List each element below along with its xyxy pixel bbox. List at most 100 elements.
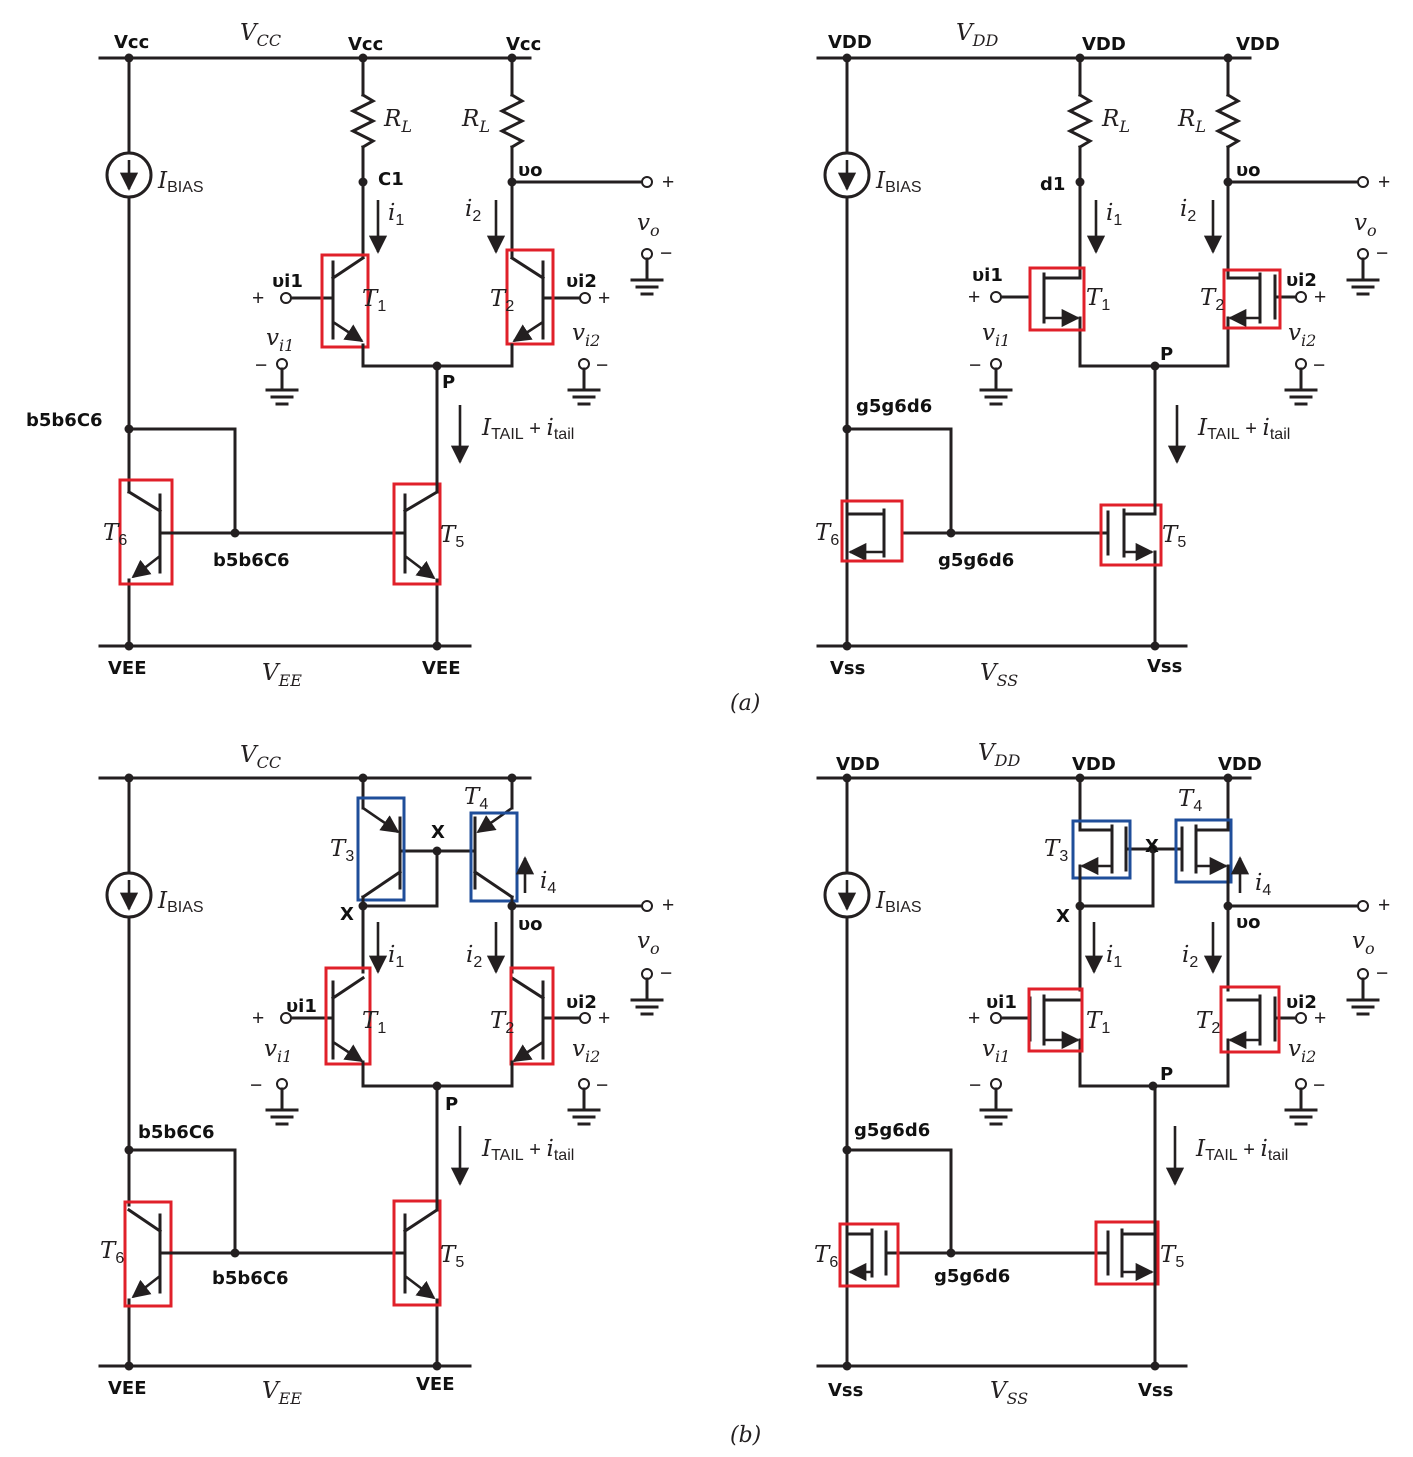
panel-b-mos: VDD VSS VDD VDD VDD Vss Vss IBIAS T3 T4 … xyxy=(814,740,1390,1408)
hw-vdd-left: VDD xyxy=(828,32,872,53)
label-t5: T5 xyxy=(1160,1242,1184,1271)
rail-label-vee: VEE xyxy=(262,660,302,690)
hw-vdd-left: VDD xyxy=(836,754,880,775)
hw-vcc-right: Vcc xyxy=(506,34,541,55)
ground-vi2 xyxy=(1284,1078,1318,1126)
vo-plus: + xyxy=(1378,894,1390,917)
vo-minus: − xyxy=(660,242,672,265)
vo-plus: + xyxy=(662,171,674,194)
hw-g5g6d6-top: g5g6d6 xyxy=(854,1120,930,1141)
label-i4: i4 xyxy=(1255,870,1271,899)
label-i2: i2 xyxy=(1180,196,1196,225)
rail-label-vcc: VCC xyxy=(240,20,281,50)
vi1-minus: − xyxy=(969,1074,981,1097)
current-source-bias xyxy=(105,151,153,199)
transistor-t6 xyxy=(840,499,904,563)
vi1-plus: + xyxy=(968,1007,980,1030)
hw-vcc-left: Vcc xyxy=(114,32,149,53)
label-rl1: RL xyxy=(1101,106,1130,136)
vo-minus: − xyxy=(1376,962,1388,985)
hw-x-left: X xyxy=(1056,906,1070,927)
label-t2: T2 xyxy=(1200,285,1224,314)
transistor-t1 xyxy=(990,987,1084,1088)
transistor-t6 xyxy=(118,478,174,648)
rail-label-vcc: VCC xyxy=(240,742,281,772)
hw-vee-right: VEE xyxy=(416,1374,455,1395)
hw-vi2: υi2 xyxy=(566,992,597,1013)
ground-vi1 xyxy=(265,1078,299,1126)
rail-label-vee: VEE xyxy=(262,1378,302,1408)
hw-x-mid: X xyxy=(431,822,445,843)
vi1-plus: + xyxy=(968,286,980,309)
panel-b-bjt: VCC VEE VEE VEE IBIAS T3 T4 X X i4 υo i1… xyxy=(98,742,674,1408)
transistor-t5 xyxy=(392,482,442,648)
label-t1: T1 xyxy=(362,1008,386,1037)
label-t6: T6 xyxy=(100,1238,124,1267)
vo-plus: + xyxy=(1378,171,1390,194)
label-i2: i2 xyxy=(1182,942,1198,971)
resistor-rl1 xyxy=(1066,92,1094,150)
panel-a-mos: VDD VSS VDD VDD VDD Vss Vss IBIAS RL RL … xyxy=(815,20,1390,690)
label-i4: i4 xyxy=(540,868,556,897)
caption-a: (a) xyxy=(730,691,760,716)
label-rl2: RL xyxy=(461,106,490,136)
hw-vo: υo xyxy=(1236,912,1261,933)
hw-vo: υo xyxy=(1236,160,1261,181)
hw-g5g6d6-mid: g5g6d6 xyxy=(938,550,1014,571)
label-vi1: vi1 xyxy=(982,320,1010,350)
ground-vi1 xyxy=(979,1078,1013,1126)
vi1-minus: − xyxy=(250,1074,262,1097)
label-ibias: IBIAS xyxy=(157,168,204,196)
vi2-plus: + xyxy=(598,287,610,310)
hw-g5g6d6-top: g5g6d6 xyxy=(856,396,932,417)
label-t6: T6 xyxy=(103,520,127,549)
hw-vcc-mid: Vcc xyxy=(348,34,383,55)
transistor-t2 xyxy=(505,248,591,346)
label-t6: T6 xyxy=(814,1242,838,1271)
current-source-bias xyxy=(823,151,871,199)
resistor-rl2 xyxy=(1214,92,1242,150)
label-vi1: vi1 xyxy=(264,1036,292,1066)
vi2-minus: − xyxy=(1313,1074,1325,1097)
transistor-t1 xyxy=(280,966,372,1066)
hw-vee-left: VEE xyxy=(108,1378,147,1399)
ground-vo xyxy=(1346,968,1380,1016)
rail-label-vss: VSS xyxy=(990,1378,1028,1408)
hw-vdd-right: VDD xyxy=(1236,34,1280,55)
hw-g5g6d6-mid: g5g6d6 xyxy=(934,1266,1010,1287)
vo-plus: + xyxy=(662,894,674,917)
vi2-plus: + xyxy=(1314,286,1326,309)
hw-vdd-mid: VDD xyxy=(1082,34,1126,55)
label-i1: i1 xyxy=(388,942,404,971)
label-vo: vo xyxy=(637,928,660,958)
label-t2: T2 xyxy=(1196,1008,1220,1037)
hw-vi2: υi2 xyxy=(566,271,597,292)
label-t1: T1 xyxy=(1086,1008,1110,1037)
current-source-bias xyxy=(823,871,871,919)
vi2-plus: + xyxy=(1314,1007,1326,1030)
current-source-bias xyxy=(105,871,153,919)
hw-vi2: υi2 xyxy=(1286,992,1317,1013)
hw-x-mid: X xyxy=(1145,836,1159,857)
label-i2: i2 xyxy=(466,942,482,971)
transistor-t3 xyxy=(356,776,439,902)
hw-vi1: υi1 xyxy=(272,271,303,292)
ground-vo xyxy=(1346,248,1380,296)
hw-p: P xyxy=(445,1094,458,1115)
hw-p: P xyxy=(1160,1064,1173,1085)
label-t5: T5 xyxy=(1162,522,1186,551)
label-t1: T1 xyxy=(362,286,386,315)
label-t2: T2 xyxy=(490,286,514,315)
transistor-t5 xyxy=(1099,478,1163,648)
vo-minus: − xyxy=(1376,242,1388,265)
label-vo: vo xyxy=(1352,928,1375,958)
transistor-t4 xyxy=(1151,776,1233,884)
rail-label-vdd: VDD xyxy=(978,740,1020,770)
label-t2: T2 xyxy=(490,1008,514,1037)
ground-vi1 xyxy=(979,358,1013,406)
label-t4: T4 xyxy=(464,784,488,813)
transistor-t1 xyxy=(280,253,370,349)
rail-label-vdd: VDD xyxy=(956,20,998,50)
hw-vee-left: VEE xyxy=(108,658,147,679)
label-vo: vo xyxy=(637,210,660,240)
